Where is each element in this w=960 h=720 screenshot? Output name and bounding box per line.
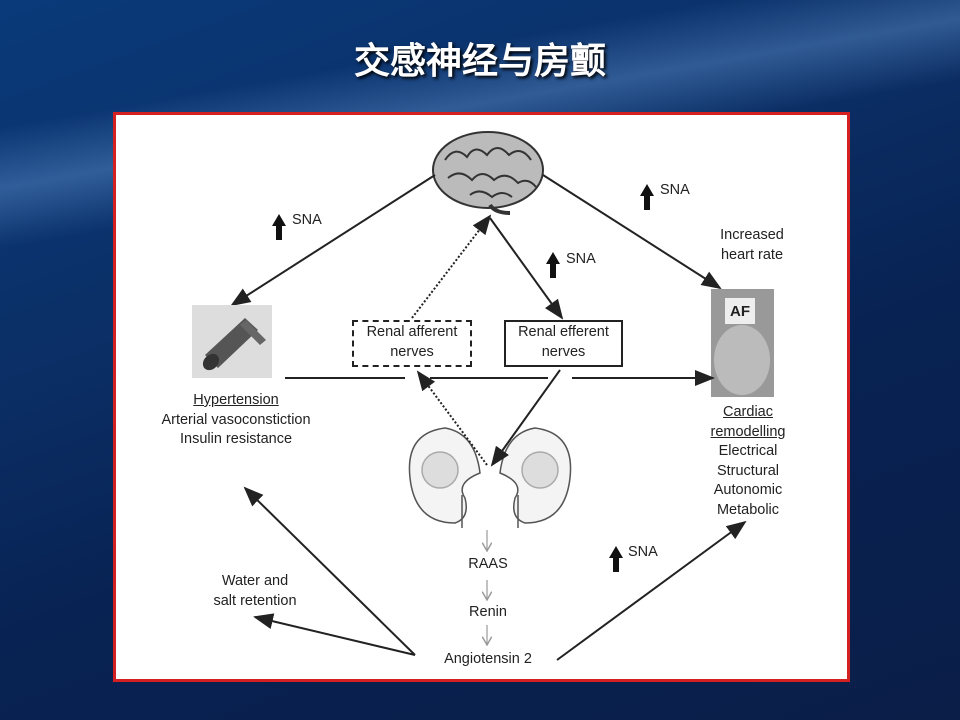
text-line: nerves: [390, 344, 434, 360]
sna-label-center: SNA: [566, 251, 596, 267]
arrow-afferent-to-brain: [411, 214, 492, 319]
text-line: Arterial vasoconstiction: [161, 411, 311, 428]
arrow-kidney-to-afferent: [416, 370, 488, 466]
water-salt-retention: Water and salt retention: [195, 572, 315, 611]
text-line: Metabolic: [716, 501, 780, 518]
text-line: Electrical: [718, 443, 778, 459]
increased-heart-rate: Increased heart rate: [702, 226, 802, 265]
arrow-brain-to-efferent: [489, 217, 564, 320]
cardiac-heading: remodelling: [710, 423, 786, 440]
arrow-brain-to-heart: [542, 174, 722, 290]
raas-label: RAAS: [468, 556, 508, 572]
text-line: Water and: [221, 573, 289, 589]
sna-label-top-right: SNA: [660, 182, 690, 198]
text-line: Increased: [720, 227, 784, 243]
text-line: Renal efferent: [518, 324, 609, 340]
arrow-to-water-salt: [253, 613, 416, 656]
arrow-efferent-to-kidney: [490, 369, 561, 467]
renal-afferent-box: Renal afferent nerves: [352, 320, 472, 367]
text-line: Insulin resistance: [179, 431, 293, 447]
text-line: Renal afferent: [366, 324, 458, 340]
text-line: Structural: [716, 462, 780, 479]
text-line: salt retention: [213, 592, 297, 609]
kidneys-icon: [408, 427, 572, 528]
sna-label-bottom: SNA: [628, 544, 658, 560]
cardiac-block: Cardiac remodelling Electrical Structura…: [698, 403, 798, 520]
sna-label-left: SNA: [292, 212, 322, 228]
af-label: AF: [730, 303, 750, 320]
renin-label: Renin: [469, 604, 507, 620]
sna-up-arrows: [272, 184, 654, 572]
angiotensin-label: Angiotensin 2: [444, 651, 532, 667]
slide-title: 交感神经与房颤: [353, 41, 606, 82]
heart-icon: [711, 289, 774, 397]
hypertension-block: Hypertension Arterial vasoconstiction In…: [136, 391, 336, 450]
text-line: nerves: [541, 344, 586, 360]
cardiac-heading: Cardiac: [723, 404, 773, 420]
hypertension-heading: Hypertension: [193, 392, 279, 408]
text-line: heart rate: [720, 246, 784, 263]
arrow-brain-to-vessel: [230, 174, 436, 307]
arrow-to-cardiac: [556, 520, 747, 661]
arrow-to-hypertension: [243, 486, 416, 656]
artery-icon: [192, 305, 272, 378]
renal-efferent-box: Renal efferent nerves: [504, 320, 623, 367]
text-line: Autonomic: [713, 482, 783, 498]
brain-icon: [432, 131, 544, 215]
